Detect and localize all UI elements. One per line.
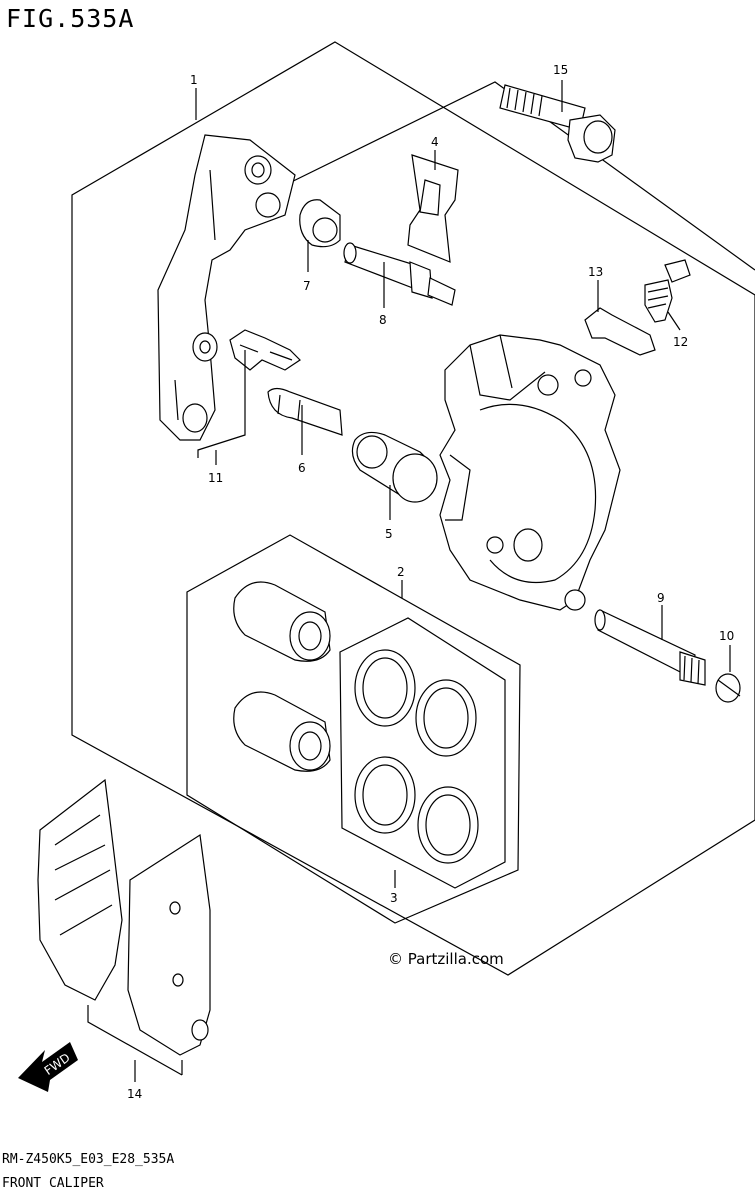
bleeder-valve — [644, 259, 691, 323]
brake-pad-set — [37, 778, 211, 1076]
figure-label: FIG.535A — [6, 4, 135, 33]
callout-14: 14 — [127, 1087, 142, 1101]
boot — [299, 199, 341, 248]
caliper-body — [439, 334, 621, 611]
callout-4: 4 — [431, 135, 439, 149]
callout-9: 9 — [657, 591, 665, 605]
callout-1: 1 — [190, 73, 198, 87]
callout-12: 12 — [673, 335, 688, 349]
callout-13: 13 — [588, 265, 603, 279]
piston-set — [186, 534, 521, 924]
assembly-outline — [71, 41, 755, 976]
plug — [715, 673, 741, 703]
callout-2: 2 — [397, 565, 405, 579]
callout-8: 8 — [379, 313, 387, 327]
copyright-text: © Partzilla.com — [388, 950, 504, 968]
pad-retainer — [229, 329, 301, 371]
callout-10: 10 — [719, 629, 734, 643]
boot-lower — [351, 431, 438, 503]
pad-spring — [407, 154, 459, 263]
callout-3: 3 — [390, 891, 398, 905]
inner-outline — [274, 81, 755, 271]
caliper-mounting-bolt — [499, 84, 616, 163]
bleeder-cap — [584, 307, 656, 356]
caliper-bracket — [157, 134, 296, 441]
piston-seal-set — [339, 617, 506, 889]
leader-lines — [134, 80, 731, 1082]
callout-7: 7 — [303, 279, 311, 293]
callout-11: 11 — [208, 471, 223, 485]
callout-6: 6 — [298, 461, 306, 475]
slide-pin-right — [594, 609, 706, 686]
drawing-code: RM-Z450K5_E03_E28_535A — [2, 1152, 175, 1167]
callout-15: 15 — [553, 63, 568, 77]
slide-pin-upper — [343, 242, 456, 306]
forward-arrow-icon: FWD — [18, 1042, 78, 1092]
callout-5: 5 — [385, 527, 393, 541]
drawing-name: FRONT CALIPER — [2, 1176, 104, 1191]
slide-pin-lower — [267, 387, 343, 436]
